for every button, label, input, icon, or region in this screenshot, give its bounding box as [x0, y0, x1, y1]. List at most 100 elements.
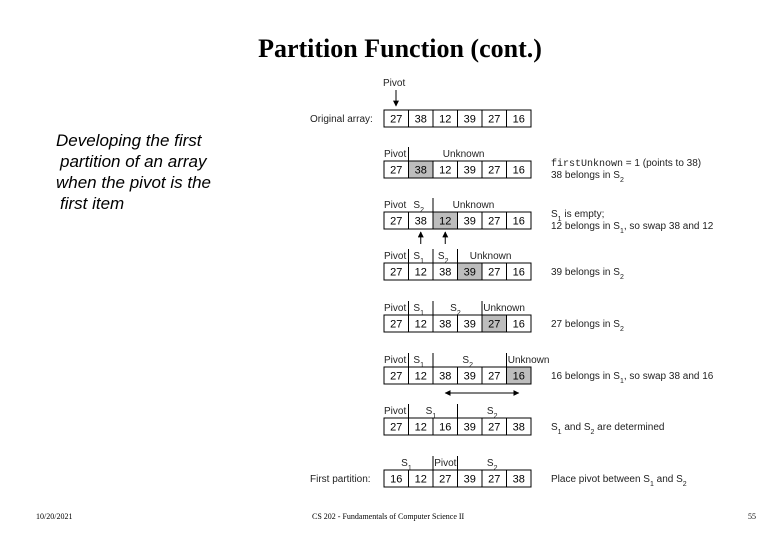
footer-page-number: 55 — [748, 512, 756, 521]
array-value: 27 — [488, 422, 500, 434]
row-annotation: S1 is empty; — [551, 209, 604, 223]
footer-course: CS 202 - Fundamentals of Computer Scienc… — [312, 512, 465, 521]
array-value: 27 — [488, 114, 500, 126]
row-annotation: 38 belongs in S2 — [551, 170, 624, 184]
array-value: 27 — [488, 319, 500, 331]
array-value: 16 — [513, 319, 525, 331]
array-value: 12 — [415, 474, 427, 486]
array-value: 27 — [390, 267, 402, 279]
region-label: Unknown — [483, 303, 525, 314]
array-value: 39 — [464, 319, 476, 331]
array-value: 27 — [488, 371, 500, 383]
region-label: Pivot — [384, 355, 406, 366]
array-value: 27 — [390, 216, 402, 228]
pivot-top-label: Pivot — [383, 78, 405, 89]
region-label: Unknown — [453, 200, 495, 211]
array-cell — [506, 160, 532, 179]
array-value: 16 — [513, 371, 525, 383]
array-value: 39 — [464, 165, 476, 177]
array-value: 16 — [390, 474, 402, 486]
array-value: 38 — [415, 114, 427, 126]
array-value: 12 — [439, 165, 451, 177]
region-label: S2 — [438, 251, 449, 265]
array-value: 38 — [513, 422, 525, 434]
array-value: 27 — [488, 216, 500, 228]
array-value: 39 — [464, 114, 476, 126]
slide-title: Partition Function (cont.) — [258, 34, 542, 63]
region-label: Unknown — [470, 251, 512, 262]
array-cell — [506, 262, 532, 281]
array-value: 16 — [513, 267, 525, 279]
array-value: 27 — [390, 371, 402, 383]
array-value: 27 — [439, 474, 451, 486]
array-value: 16 — [513, 165, 525, 177]
row-label: Original array: — [310, 114, 373, 125]
region-label: S1 — [413, 251, 424, 265]
region-label: S1 — [426, 406, 437, 420]
array-cell — [506, 314, 532, 333]
footer-date: 10/20/2021 — [36, 512, 73, 521]
array-value: 12 — [439, 114, 451, 126]
row-annotation: 16 belongs in S1, so swap 38 and 16 — [551, 371, 714, 385]
array-value: 38 — [513, 474, 525, 486]
array-value: 12 — [415, 371, 427, 383]
region-label: Pivot — [384, 303, 406, 314]
array-value: 38 — [415, 216, 427, 228]
array-value: 27 — [488, 267, 500, 279]
row-annotation: 12 belongs in S1, so swap 38 and 12 — [551, 221, 714, 235]
region-label: Pivot — [384, 200, 406, 211]
array-cell — [506, 211, 532, 230]
array-value: 38 — [415, 165, 427, 177]
array-value: 39 — [464, 371, 476, 383]
array-value: 39 — [464, 474, 476, 486]
region-label: S1 — [401, 458, 412, 472]
region-label: S2 — [462, 355, 473, 369]
description-line: partition of an array — [60, 152, 207, 171]
region-label: Pivot — [434, 458, 456, 469]
region-label: S2 — [487, 406, 498, 420]
array-value: 39 — [464, 216, 476, 228]
region-label: S2 — [450, 303, 461, 317]
region-label: S1 — [413, 355, 424, 369]
region-label: Pivot — [384, 251, 406, 262]
row-annotation: firstUnknown = 1 (points to 38) — [551, 158, 701, 170]
array-value: 27 — [390, 319, 402, 331]
array-value: 27 — [390, 422, 402, 434]
slide-description: Developing the first partition of an arr… — [56, 130, 296, 214]
description-line: first item — [60, 194, 125, 213]
array-value: 16 — [513, 216, 525, 228]
array-value: 27 — [488, 165, 500, 177]
array-value: 27 — [390, 165, 402, 177]
row-annotation: Place pivot between S1 and S2 — [551, 474, 687, 488]
array-value: 38 — [439, 267, 451, 279]
array-value: 39 — [464, 267, 476, 279]
region-label: Pivot — [384, 406, 406, 417]
array-cell — [506, 109, 532, 128]
region-label: S1 — [413, 303, 424, 317]
row-annotation: S1 and S2 are determined — [551, 422, 664, 436]
array-cell — [506, 366, 532, 385]
array-value: 12 — [415, 319, 427, 331]
array-value: 39 — [464, 422, 476, 434]
array-value: 27 — [390, 114, 402, 126]
row-annotation: 27 belongs in S2 — [551, 319, 624, 333]
array-value: 12 — [439, 216, 451, 228]
array-value: 16 — [439, 422, 451, 434]
array-value: 12 — [415, 422, 427, 434]
region-label: S2 — [413, 200, 424, 214]
region-label: Unknown — [508, 355, 550, 366]
description-line: Developing the first — [56, 131, 202, 150]
region-label: Unknown — [443, 149, 485, 160]
description-line: when the pivot is the — [56, 173, 211, 192]
array-cell — [506, 417, 532, 436]
row-annotation: 39 belongs in S2 — [551, 267, 624, 281]
row-label: First partition: — [310, 474, 371, 485]
array-value: 27 — [488, 474, 500, 486]
array-value: 38 — [439, 319, 451, 331]
array-cell — [506, 469, 532, 488]
region-label: Pivot — [384, 149, 406, 160]
array-value: 38 — [439, 371, 451, 383]
region-label: S2 — [487, 458, 498, 472]
array-value: 12 — [415, 267, 427, 279]
